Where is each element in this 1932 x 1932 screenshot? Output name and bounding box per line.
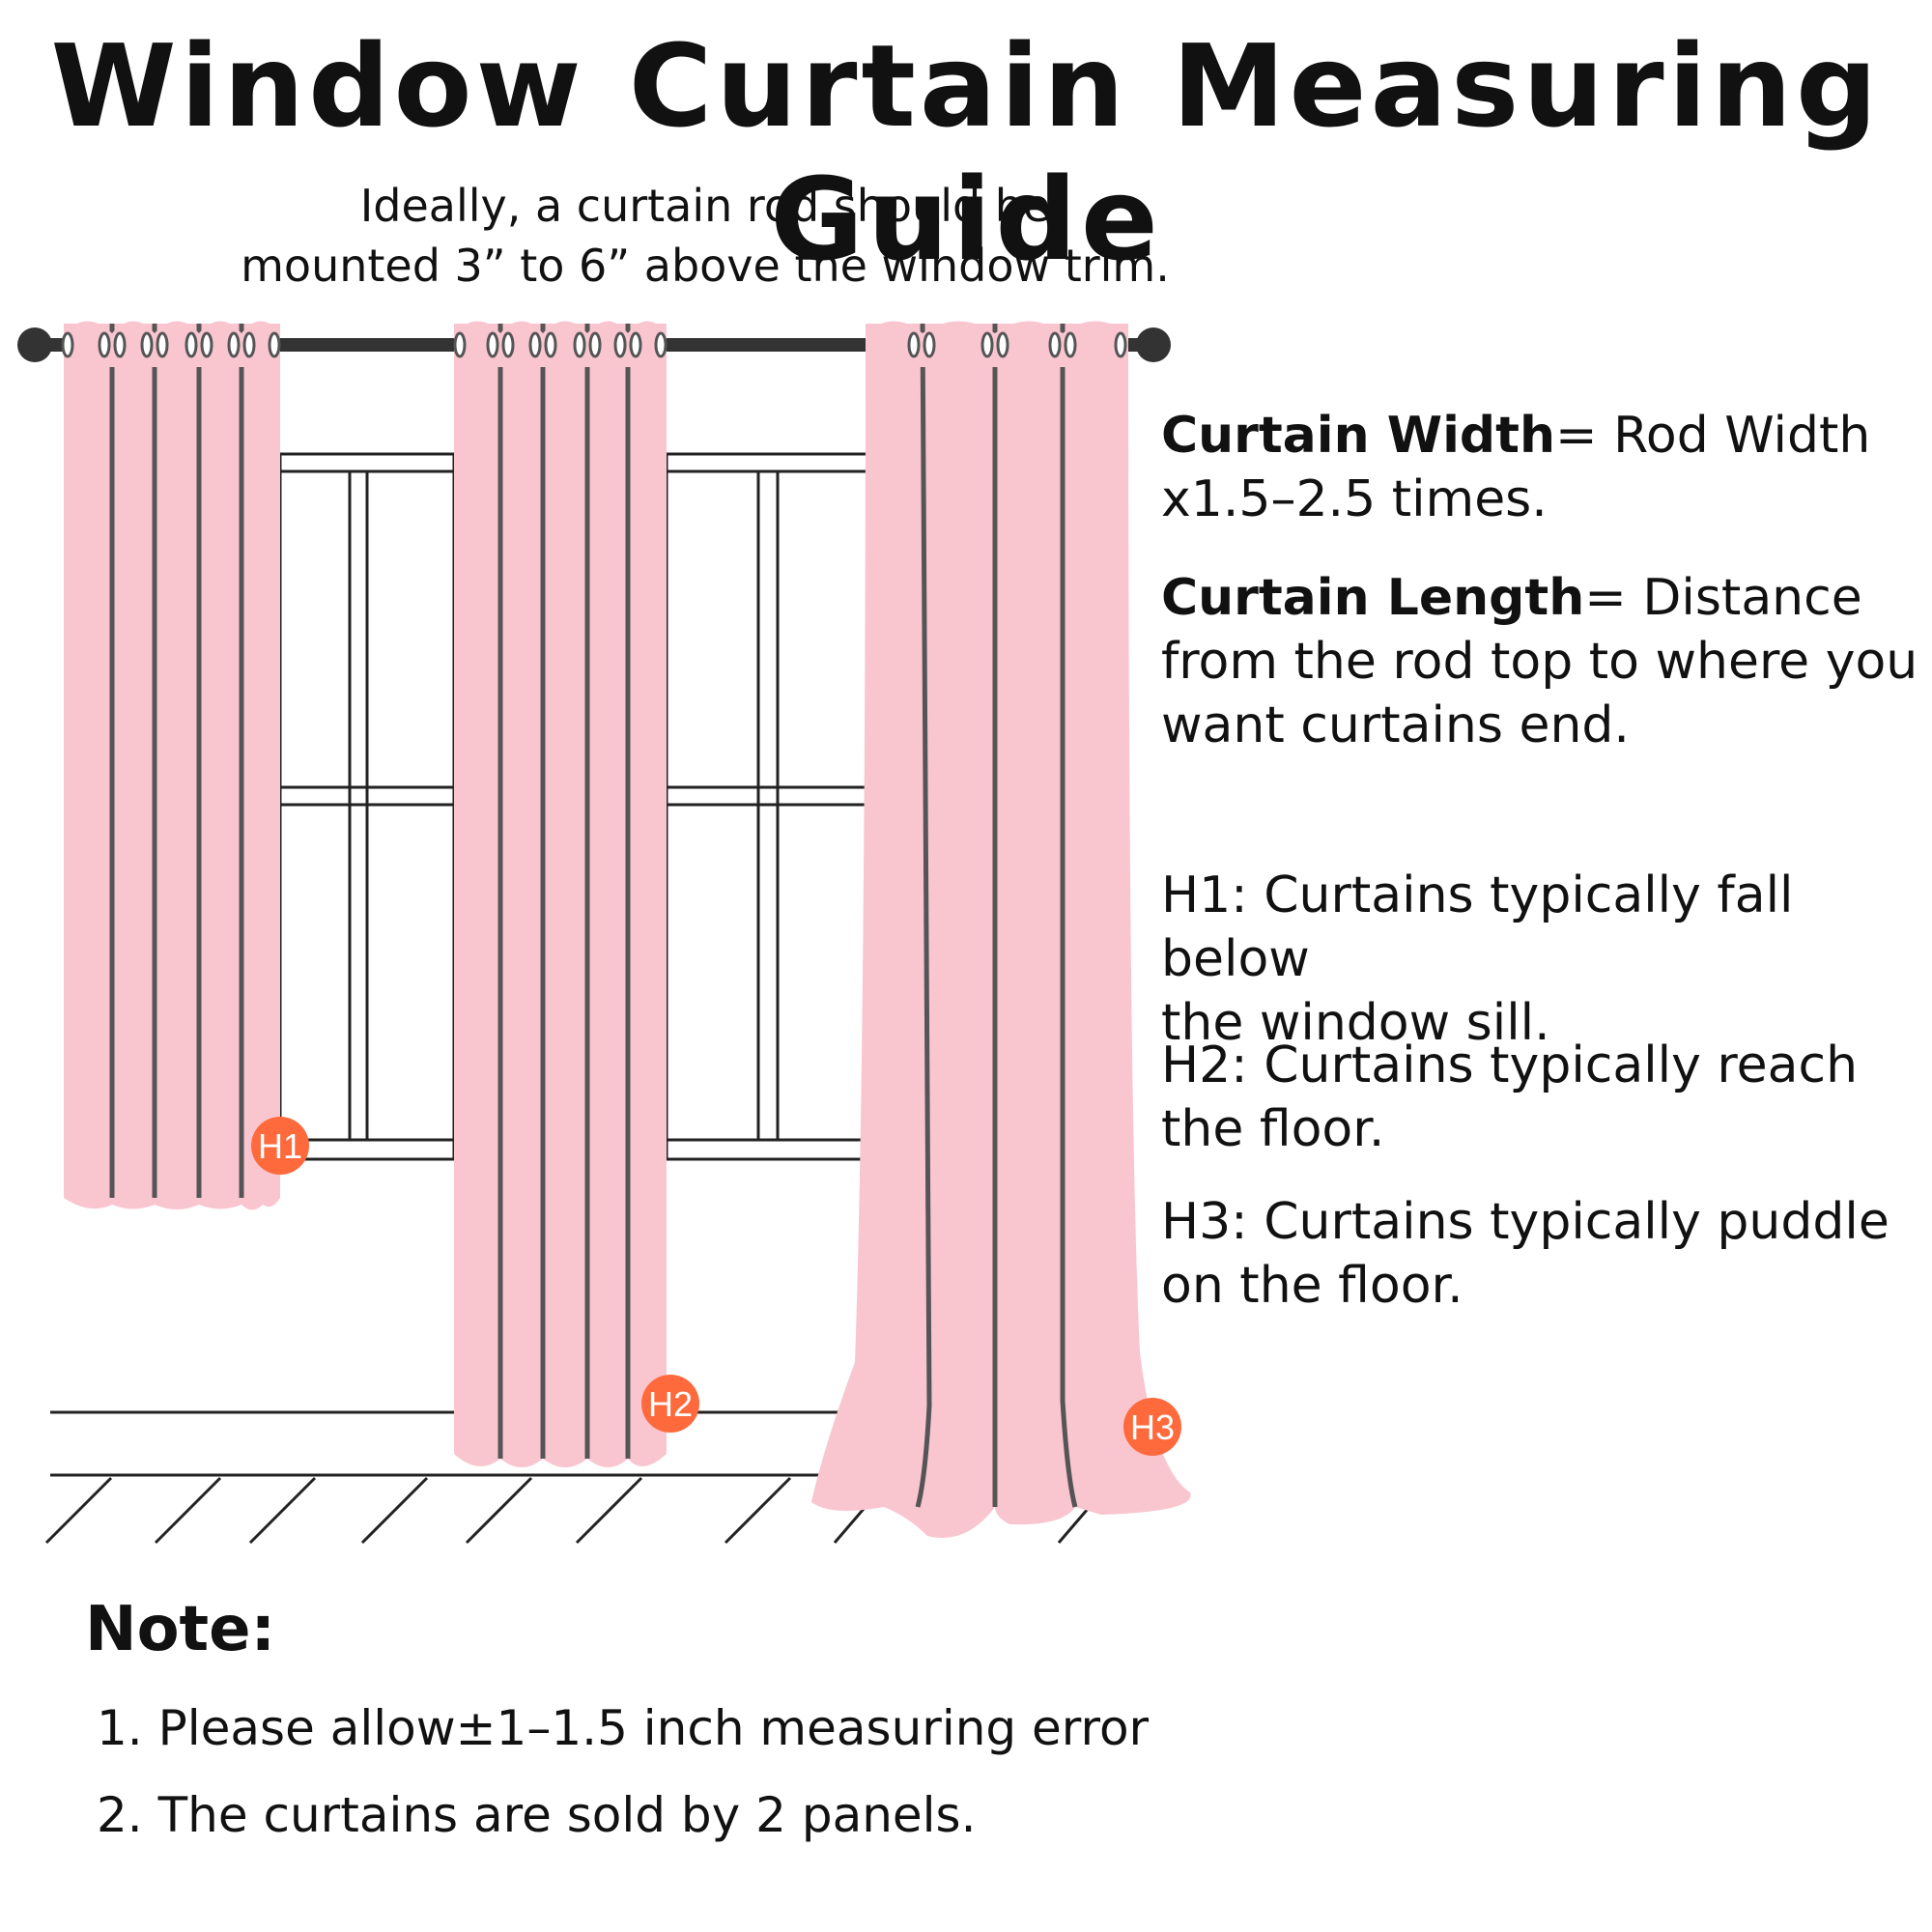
h3-info: H3: Curtains typically puddle on the flo…	[1161, 1190, 1924, 1318]
curtain-folds-h1	[109, 324, 244, 1198]
h3-line-1: H3: Curtains typically puddle	[1161, 1193, 1889, 1251]
h2-line-2: the floor.	[1161, 1100, 1385, 1158]
curtain-width-info: Curtain Width= Rod Width x1.5–2.5 times.	[1161, 404, 1924, 531]
curtain-diagram: H1 H2 H3	[17, 321, 1191, 1545]
h1-line-1: H1: Curtains typically fall below	[1161, 867, 1794, 988]
window-frame-right	[665, 452, 871, 1161]
curtain-panel-h1	[64, 324, 280, 1210]
curtain-folds-h3	[915, 323, 1078, 1508]
page-title: Window Curtain Measuring Guide	[50, 19, 1882, 286]
note-title: Note:	[85, 1594, 276, 1665]
note-item-2: 2. The curtains are sold by 2 panels.	[97, 1787, 977, 1843]
curtain-length-eq: = Distance	[1584, 569, 1862, 627]
curtain-panel-h2	[454, 324, 667, 1467]
curtain-panel-h3	[811, 324, 1191, 1538]
curtain-length-info: Curtain Length= Distance from the rod to…	[1161, 566, 1924, 757]
note-item-1: 1. Please allow±1–1.5 inch measuring err…	[97, 1700, 1150, 1756]
window-frame-left	[278, 452, 456, 1161]
h2-info: H2: Curtains typically reach the floor.	[1161, 1034, 1924, 1161]
curtain-length-rest-2: want curtains end.	[1161, 696, 1630, 754]
floor	[44, 1410, 1095, 1545]
note-list: 1. Please allow±1–1.5 inch measuring err…	[97, 1700, 1149, 1874]
rod-note-line-1: Ideally, a curtain rod should be	[359, 180, 1051, 232]
h3-line-2: on the floor.	[1161, 1257, 1463, 1315]
badge-h2: H2	[641, 1375, 699, 1433]
curtain-folds-h2	[497, 324, 631, 1459]
curtain-width-eq: = Rod Width	[1555, 407, 1871, 465]
badge-h3-label: H3	[1130, 1407, 1175, 1447]
rod-note-line-2: mounted 3” to 6” above the window trim.	[241, 240, 1170, 292]
curtain-length-rest-1: from the rod top to where you	[1161, 633, 1918, 691]
badge-h2-label: H2	[648, 1384, 693, 1424]
badge-h3: H3	[1123, 1398, 1181, 1456]
curtain-width-rest: x1.5–2.5 times.	[1161, 470, 1548, 528]
h2-line-1: H2: Curtains typically reach	[1161, 1037, 1859, 1094]
badge-h1: H1	[251, 1117, 309, 1175]
curtain-length-key: Curtain Length	[1161, 569, 1585, 627]
h1-info: H1: Curtains typically fall below the wi…	[1161, 864, 1924, 1055]
rod-mounting-note: Ideally, a curtain rod should be mounted…	[203, 176, 1208, 296]
curtain-width-key: Curtain Width	[1161, 407, 1556, 465]
badge-h1-label: H1	[258, 1126, 302, 1166]
curtain-grommets	[61, 331, 1127, 358]
h1-line-2: the window sill.	[1161, 994, 1550, 1052]
